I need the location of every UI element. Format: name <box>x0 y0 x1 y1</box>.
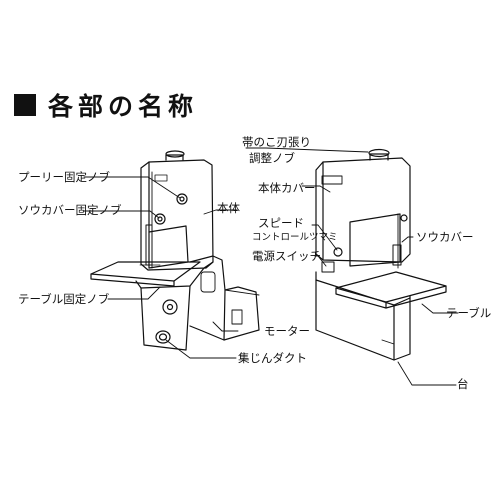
right-upper-frame <box>315 157 411 263</box>
right-tension-knob-icon <box>369 153 389 161</box>
label-speed-line1: スピード <box>258 216 304 230</box>
right-table <box>335 271 447 303</box>
left-table <box>90 261 201 282</box>
label-body-cover: 本体カバー <box>258 181 316 195</box>
section-heading: 各部の名称 <box>14 88 198 122</box>
heading-title: 各部の名称 <box>48 92 199 121</box>
label-tension-line1: 帯のこ刃張り <box>242 135 311 149</box>
right-machine <box>315 148 447 361</box>
left-base <box>135 280 191 351</box>
label-tension-line2: 調整ノブ <box>249 151 295 165</box>
right-throat <box>349 213 401 267</box>
label-table: テーブル <box>446 306 492 320</box>
left-machine <box>90 150 260 351</box>
pulley-knob-icon <box>176 193 188 205</box>
label-motor: モーター <box>264 324 310 338</box>
power-switch-icon <box>321 261 335 273</box>
label-saw-cover: ソウカバー <box>416 230 474 244</box>
label-speed-line2: コントロールツマミ <box>252 232 338 243</box>
speed-knob-icon <box>333 247 343 257</box>
heading-square-icon <box>14 94 36 116</box>
label-cover-knob: ソウカバー固定ノブ <box>18 203 122 217</box>
leader-lines <box>83 147 459 386</box>
left-motor-housing <box>189 255 260 341</box>
label-stand: 台 <box>457 377 469 391</box>
dust-duct-icon <box>155 330 171 344</box>
label-power-switch: 電源スイッチ <box>252 249 321 263</box>
left-throat <box>148 225 189 269</box>
cover-knob-icon <box>154 213 166 225</box>
label-table-knob: テーブル固定ノブ <box>18 292 110 306</box>
label-pulley-knob: プーリー固定ノブ <box>18 170 110 184</box>
left-tension-knob-icon <box>165 154 184 161</box>
label-dust-duct: 集じんダクト <box>238 351 307 365</box>
right-base <box>315 271 411 361</box>
label-body: 本体 <box>217 201 240 215</box>
